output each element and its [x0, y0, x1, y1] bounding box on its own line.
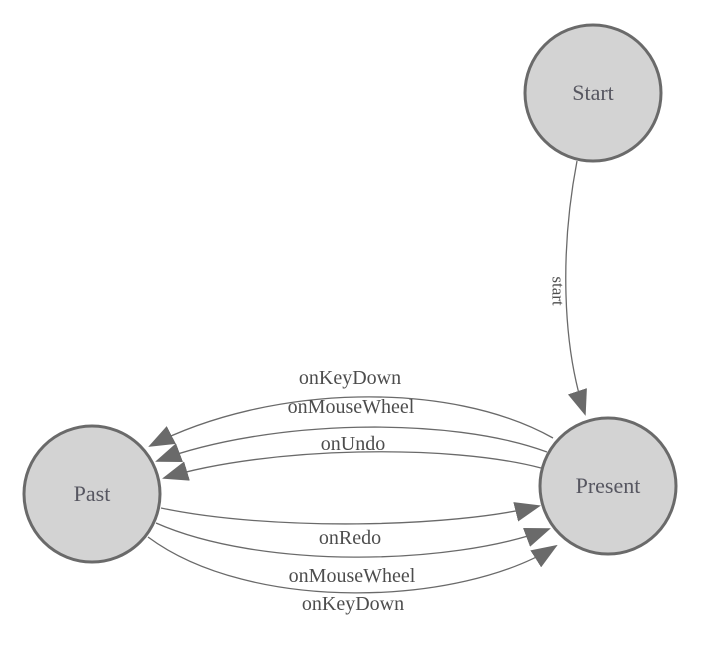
node-present-label: Present [576, 473, 641, 498]
edge-present-to-past-onundo: onUndo [162, 433, 542, 481]
edge-label-onmousewheel-bottom: onMouseWheel [289, 565, 416, 587]
node-past-circle [22, 424, 162, 564]
node-past: Past [22, 424, 162, 564]
node-present: Present [538, 416, 678, 556]
edge-past-to-present-onmousewheel-line [155, 522, 551, 558]
edge-start-to-present: start [549, 160, 587, 416]
edge-label-start: start [549, 276, 568, 306]
edge-start-to-present-line [565, 160, 587, 416]
edge-present-to-past-onmousewheel-line [155, 426, 548, 463]
edge-label-onundo: onUndo [321, 433, 385, 455]
edge-past-to-present-onmousewheel: onMouseWheel [155, 522, 551, 587]
edge-past-to-present-onkeydown: onKeyDown [147, 536, 558, 615]
edge-label-onkeydown-bottom: onKeyDown [302, 593, 404, 615]
edge-label-onredo: onRedo [319, 527, 381, 549]
edge-label-onkeydown-top: onKeyDown [299, 367, 401, 389]
edge-present-to-past-onkeydown: onKeyDown [148, 367, 554, 447]
node-start: Start [523, 23, 663, 163]
node-start-label: Start [572, 80, 614, 105]
node-past-label: Past [74, 481, 111, 506]
edge-past-to-present-onredo-line [160, 502, 541, 525]
node-present-circle [538, 416, 678, 556]
edge-past-to-present-onkeydown-line [147, 536, 558, 594]
edge-present-to-past-onmousewheel: onMouseWheel [155, 396, 548, 463]
edge-present-to-past-onkeydown-line [148, 396, 554, 447]
edge-past-to-present-onredo: onRedo [160, 502, 541, 549]
edge-present-to-past-onundo-line [162, 451, 542, 481]
node-start-circle [523, 23, 663, 163]
edge-label-onmousewheel-top: onMouseWheel [288, 396, 415, 418]
